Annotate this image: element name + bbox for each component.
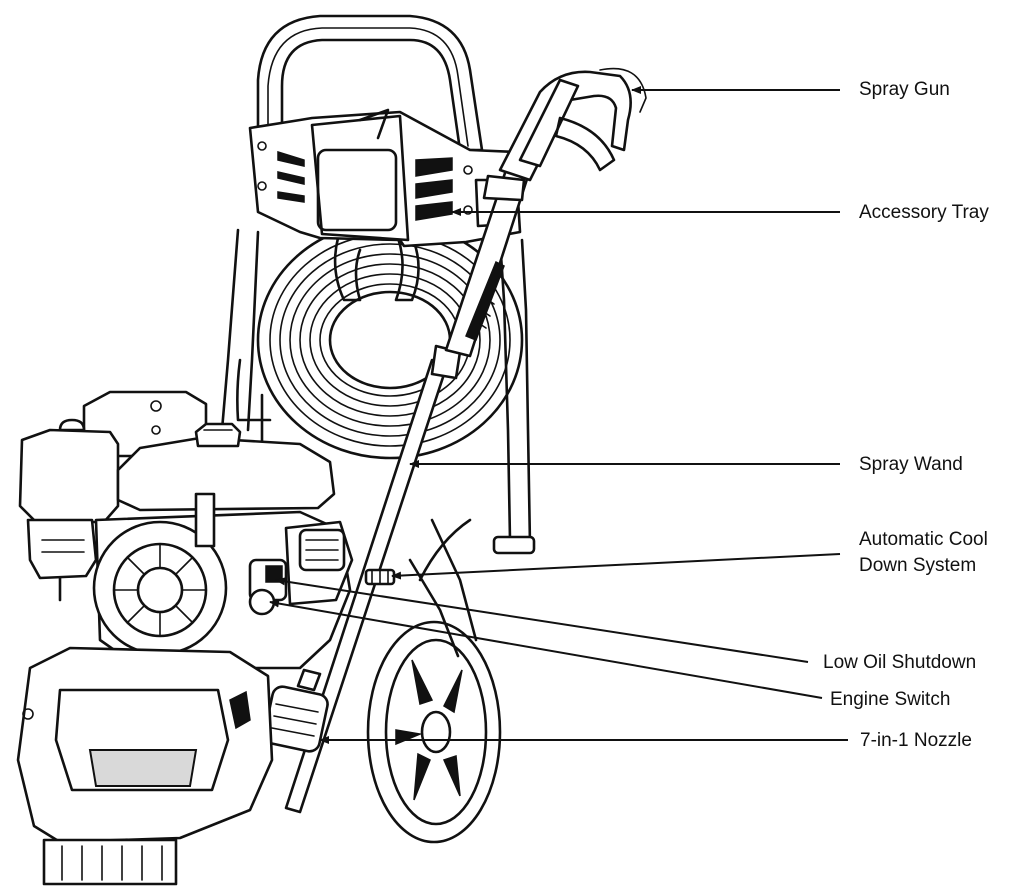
front-base <box>16 646 274 886</box>
label-cool-down-line1: Automatic Cool <box>859 529 988 550</box>
label-cool-down-line2: Down System <box>859 555 977 576</box>
label-spray-gun: Spray Gun <box>859 79 950 100</box>
label-engine-switch: Engine Switch <box>830 689 951 710</box>
label-spray-wand: Spray Wand <box>859 454 963 475</box>
frame-rail <box>408 518 478 658</box>
spray-gun <box>482 67 647 202</box>
leader-engine-switch <box>269 599 823 699</box>
label-7-in-1-nozzle: 7-in-1 Nozzle <box>860 730 972 751</box>
label-automatic-cool-down-system: Automatic Cool Down System <box>859 527 988 579</box>
label-accessory-tray: Accessory Tray <box>859 202 989 223</box>
nozzle <box>263 668 329 753</box>
wheel <box>366 620 502 844</box>
label-low-oil-shutdown: Low Oil Shutdown <box>823 652 977 673</box>
leader-cool-down <box>391 553 841 580</box>
frame-handle <box>256 14 484 152</box>
callout-leaders <box>269 86 848 744</box>
leader-low-oil <box>275 577 809 663</box>
engine <box>18 390 396 670</box>
